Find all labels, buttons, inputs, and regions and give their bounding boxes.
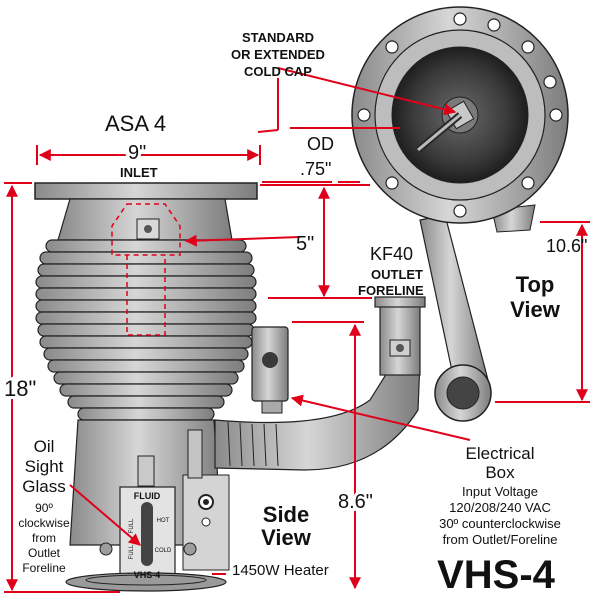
label-cold-cap-3: COLD CAP — [244, 64, 312, 79]
inlet-flange — [34, 182, 258, 200]
flange-bolt-holes — [357, 12, 563, 218]
label-kf40: KF40 — [370, 244, 413, 264]
label-dim-8-6: 8.6" — [338, 491, 373, 513]
side-view-pump — [34, 182, 426, 592]
glass-hot: HOT — [157, 518, 170, 524]
label-od: OD — [307, 134, 334, 154]
label-cold-cap-2: OR EXTENDED — [231, 47, 325, 62]
label-elec-1: Electrical — [466, 444, 535, 463]
label-inlet: INLET — [120, 165, 158, 180]
labels: ASA 4 9" INLET STANDARD OR EXTENDED COLD… — [1, 30, 587, 597]
label-oil-3: Glass — [22, 477, 65, 496]
dimension-lines — [4, 67, 590, 593]
label-oil-2: Sight — [25, 457, 64, 476]
label-oil-note-4: Outlet — [28, 546, 61, 560]
label-model: VHS-4 — [437, 553, 556, 597]
glass-model: VHS-4 — [134, 570, 161, 580]
label-cold-cap-1: STANDARD — [242, 30, 314, 45]
heater-plate — [65, 572, 227, 592]
label-heater: 1450W Heater — [232, 562, 329, 579]
label-dim-5: 5" — [296, 233, 314, 255]
label-inlet-width: 9" — [128, 142, 146, 164]
label-foreline: FORELINE — [358, 283, 424, 298]
label-oil-note-3: from — [32, 531, 56, 545]
label-elec-4: 120/208/240 VAC — [449, 500, 551, 515]
label-elec-3: Input Voltage — [462, 484, 538, 499]
label-dim-18: 18" — [4, 376, 36, 401]
outlet-flange — [374, 296, 426, 308]
glass-cold: COLD — [155, 548, 172, 554]
label-dim-10-6: 10.6" — [546, 236, 587, 256]
label-elec-2: Box — [485, 463, 515, 482]
elbow-rings — [227, 421, 279, 467]
label-inlet-standard: ASA 4 — [105, 111, 166, 136]
glass-fluid: FLUID — [134, 491, 161, 501]
outlet-elbow — [214, 359, 421, 471]
cold-cap-dashed — [111, 203, 181, 256]
label-od-value: .75" — [300, 159, 331, 179]
label-outlet: OUTLET — [371, 267, 423, 282]
label-oil-note-5: Foreline — [22, 561, 66, 575]
cooling-fins — [35, 239, 257, 421]
label-side-view-1: Side — [263, 502, 309, 527]
top-view-pump — [351, 6, 569, 422]
label-elec-6: from Outlet/Foreline — [443, 532, 558, 547]
glass-full-left: FULL — [129, 518, 135, 533]
glass-full-right: FULL — [129, 544, 135, 559]
label-elec-5: 30º counterclockwise — [439, 516, 561, 531]
label-top-view-1: Top — [516, 272, 555, 297]
label-top-view-2: View — [510, 297, 561, 322]
label-oil-note-1: 90º — [35, 501, 53, 515]
label-oil-note-2: clockwise — [18, 516, 70, 530]
label-side-view-2: View — [261, 525, 312, 550]
label-oil-1: Oil — [34, 437, 55, 456]
top-view-arm — [419, 214, 489, 386]
